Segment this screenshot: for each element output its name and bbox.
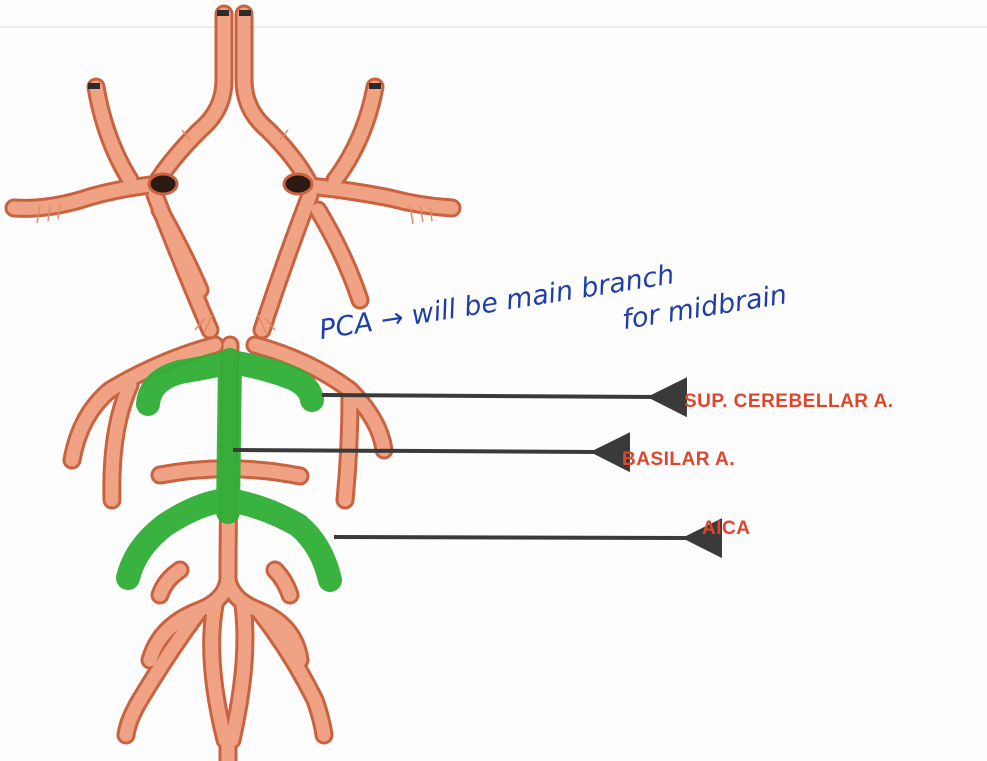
sup-cerebellar-arrow: [322, 395, 655, 397]
label-sup-cerebellar: SUP. CEREBELLAR A.: [684, 391, 894, 413]
basilar-arrow: [233, 450, 598, 452]
aica-arrow: [334, 537, 690, 538]
right-ica-cut-end: [284, 174, 312, 194]
perforator-branches: [37, 130, 432, 333]
label-aica: AICA: [702, 518, 750, 540]
left-ica-cut-end: [149, 174, 177, 194]
label-basilar: BASILAR A.: [622, 449, 735, 471]
